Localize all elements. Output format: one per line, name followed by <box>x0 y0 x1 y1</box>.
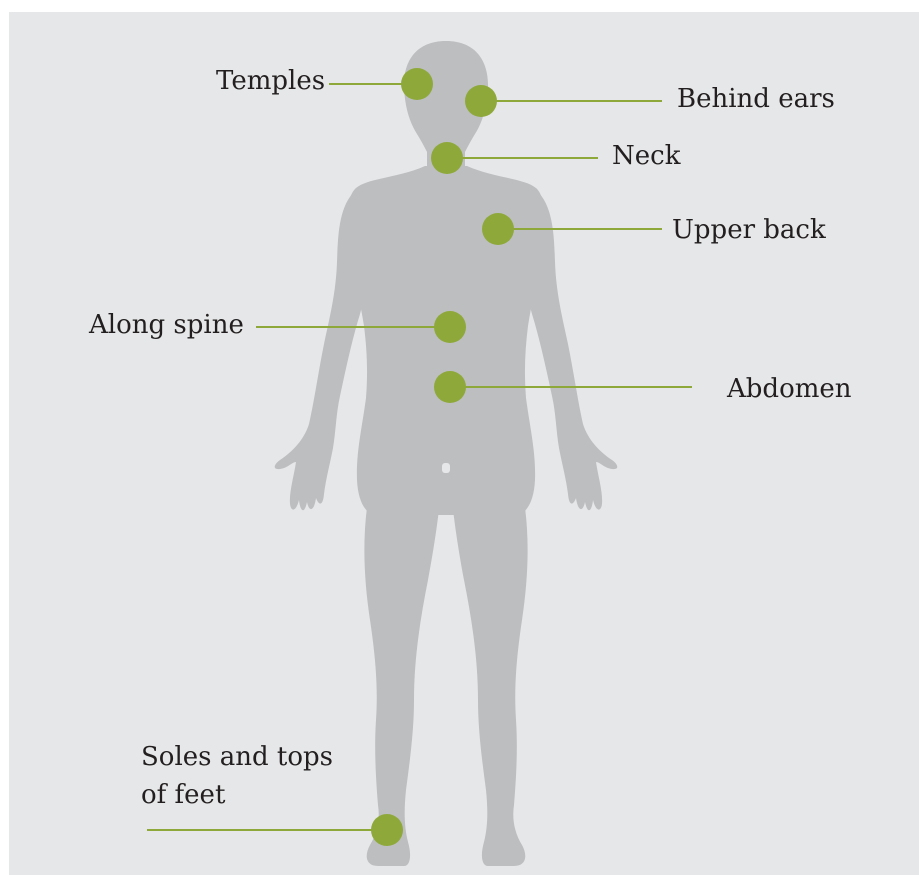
label-feet-line-2: of feet <box>141 776 333 814</box>
marker-temples <box>401 68 433 100</box>
marker-neck <box>431 142 463 174</box>
right-arm <box>522 190 617 510</box>
label-soles-and-tops-of-feet: Soles and tops of feet <box>141 738 333 814</box>
label-feet-line-1: Soles and tops <box>141 738 333 776</box>
label-temples: Temples <box>216 62 325 100</box>
marker-along-spine <box>434 311 466 343</box>
label-behind-ears: Behind ears <box>677 80 835 118</box>
marker-feet <box>371 814 403 846</box>
left-arm <box>275 190 370 510</box>
right-leg <box>452 500 528 866</box>
label-abdomen: Abdomen <box>727 370 852 408</box>
marker-upper-back <box>482 213 514 245</box>
navel <box>442 463 450 473</box>
label-upper-back: Upper back <box>672 211 826 249</box>
label-along-spine: Along spine <box>89 306 244 344</box>
marker-behind-ears <box>465 85 497 117</box>
label-neck: Neck <box>612 137 680 175</box>
left-leg <box>364 500 440 866</box>
marker-abdomen <box>434 371 466 403</box>
